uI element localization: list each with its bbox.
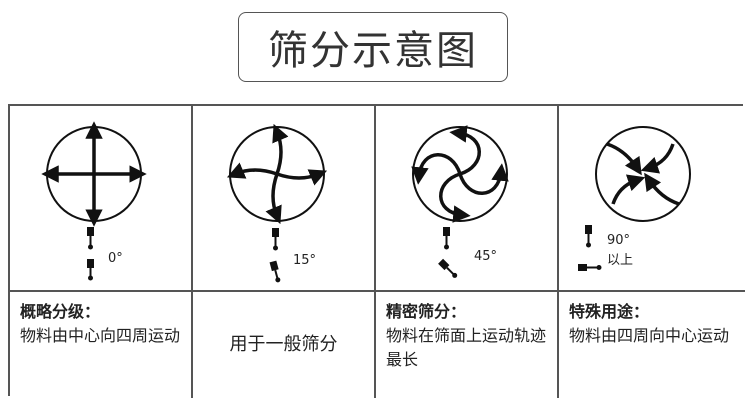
angle-label: 45° xyxy=(474,249,497,264)
spiral-arrow-2 xyxy=(458,163,509,195)
curved-arrow-left xyxy=(226,162,278,179)
panel-45-degree-diagram: 45° xyxy=(376,106,559,292)
weight-icon-lower-tilted xyxy=(438,258,458,278)
weight-icon-lower-tilted xyxy=(269,260,281,283)
weight-icon-lower xyxy=(87,259,94,281)
inward-arrow-2 xyxy=(640,143,675,174)
caption-heading: 精密筛分： xyxy=(386,302,467,321)
caption-description: 用于一般筛分 xyxy=(229,334,338,355)
curved-arrow-right xyxy=(276,169,328,186)
angle-label: 15° xyxy=(293,253,316,268)
weight-icon-upper xyxy=(272,228,279,251)
weight-icon-upper xyxy=(585,225,592,248)
weight-icon-lower-horizontal xyxy=(578,264,602,271)
inward-arrow-3 xyxy=(644,172,680,206)
angle-suffix-label: 以上 xyxy=(607,253,633,268)
diagram-title: 筛分示意图 xyxy=(268,28,478,74)
panel-90-degree-caption: 特殊用途： 物料由四周向中心运动 xyxy=(559,292,745,398)
caption-description: 物料在筛面上运动轨迹最长 xyxy=(386,326,547,369)
panel-15-degree-caption: 用于一般筛分 xyxy=(193,292,376,398)
panel-45-degree-caption: 精密筛分： 物料在筛面上运动轨迹最长 xyxy=(376,292,559,398)
panel-0-degree-caption: 概略分级： 物料由中心向四周运动 xyxy=(10,292,193,398)
weight-icon-upper xyxy=(443,227,450,250)
angle-label: 0° xyxy=(108,251,123,266)
panel-15-degree-diagram: 15° xyxy=(193,106,376,292)
caption-heading: 特殊用途： xyxy=(569,302,650,321)
curved-arrow-down xyxy=(265,173,282,225)
panel-0-degree-diagram: 0° xyxy=(10,106,193,292)
pinwheel-arrows-diagram: 15° xyxy=(226,123,328,283)
inward-arrows-diagram: 90° 以上 xyxy=(578,126,691,271)
spiral-arrow-4 xyxy=(411,153,462,185)
caption-description: 物料由四周向中心运动 xyxy=(569,326,730,345)
curved-arrow-up xyxy=(272,123,289,175)
screen-circle xyxy=(595,126,691,222)
caption-description: 物料由中心向四周运动 xyxy=(20,326,181,345)
screening-diagram-grid: 0° xyxy=(8,104,745,398)
panel-90-degree-diagram: 90° 以上 xyxy=(559,106,745,292)
weight-icon-upper xyxy=(87,227,94,250)
angle-label: 90° xyxy=(607,233,630,248)
inward-arrow-1 xyxy=(606,142,642,176)
spiral-arrow-3 xyxy=(439,172,471,223)
title-box: 筛分示意图 xyxy=(238,12,508,82)
caption-heading: 概略分级： xyxy=(20,302,101,321)
inward-arrow-4 xyxy=(611,174,646,205)
spiral-arrows-diagram: 45° xyxy=(411,125,509,278)
spiral-arrow-1 xyxy=(449,125,481,176)
cross-arrows-diagram: 0° xyxy=(41,121,147,281)
